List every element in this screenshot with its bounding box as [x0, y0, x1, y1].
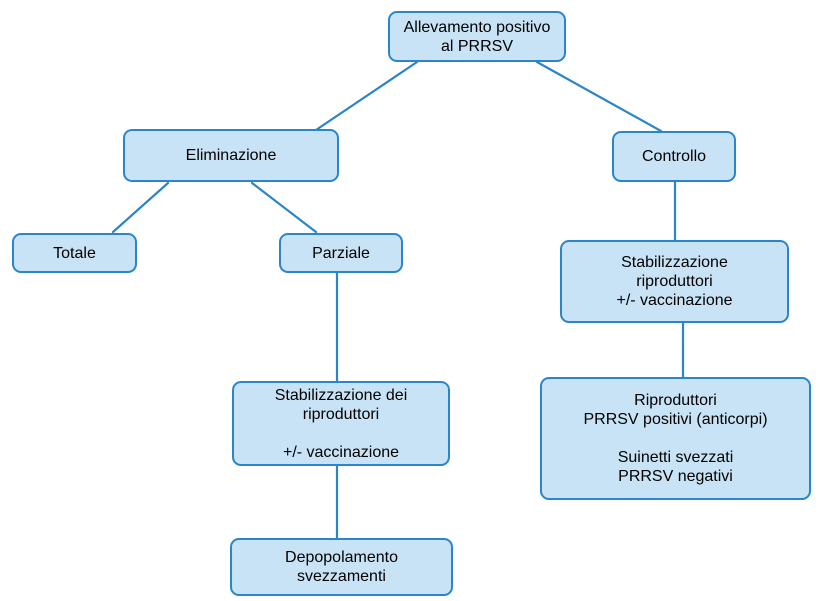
node-allevamento-positivo-prrsv: Allevamento positivo al PRRSV	[388, 11, 566, 62]
node-parziale: Parziale	[279, 233, 403, 273]
node-depopolamento-svezzamenti: Depopolamento svezzamenti	[230, 538, 453, 596]
connector-eliminazione-parziale	[250, 181, 318, 234]
node-eliminazione: Eliminazione	[123, 129, 339, 182]
connector-root-eliminazione	[314, 60, 419, 132]
connector-root-controllo	[535, 60, 663, 133]
node-controllo: Controllo	[612, 131, 736, 182]
node-stabilizzazione-dei-riproduttori: Stabilizzazione dei riproduttori +/- vac…	[232, 381, 450, 466]
node-totale: Totale	[12, 233, 137, 273]
connector-eliminazione-totale	[111, 181, 170, 234]
node-riproduttori-prrsv-positivi: Riproduttori PRRSV positivi (anticorpi) …	[540, 377, 811, 500]
node-stabilizzazione-riproduttori-vaccinazione: Stabilizzazione riproduttori +/- vaccina…	[560, 240, 789, 323]
